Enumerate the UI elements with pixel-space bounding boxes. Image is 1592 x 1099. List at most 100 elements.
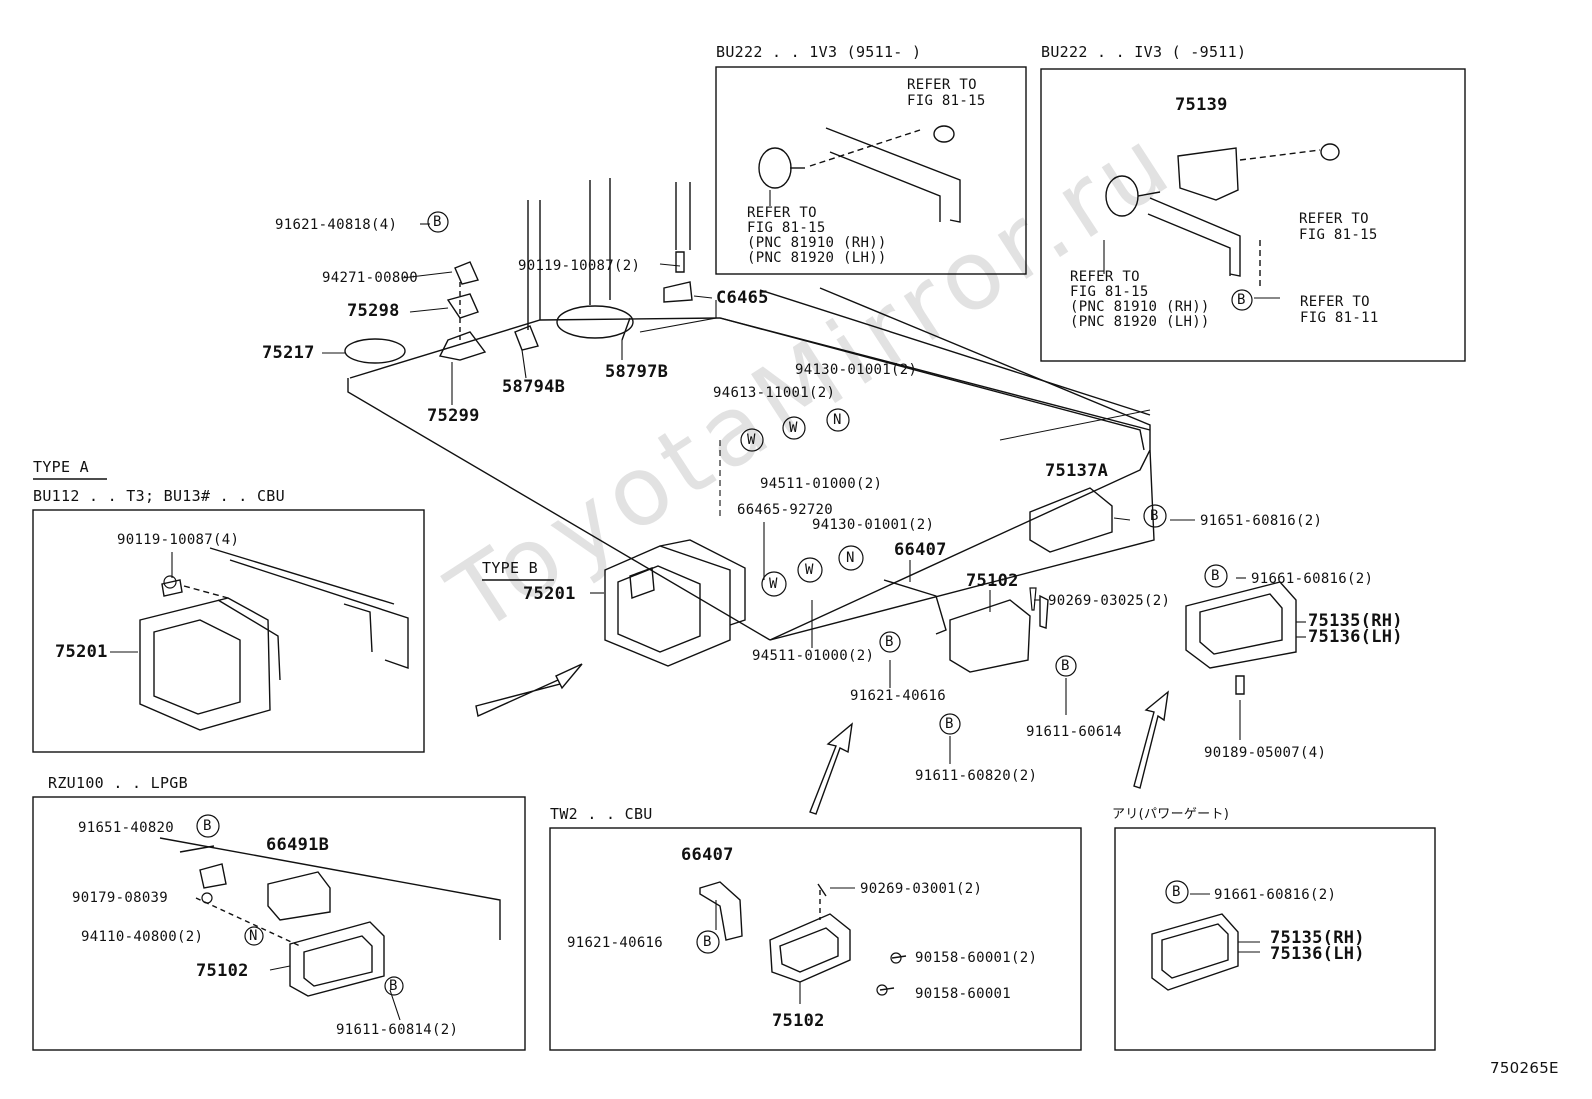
bolt-symbol-3: [1204, 564, 1228, 588]
part-label: 58797B: [605, 362, 669, 382]
bolt-symbol-5: [1055, 655, 1077, 677]
part-label: 75136(LH): [1270, 944, 1365, 964]
bolt-symbol-11: [1165, 880, 1189, 904]
nut-symbol-3: [244, 926, 264, 946]
bolt-symbol-9: [384, 976, 404, 996]
part-label: 94130-01001(2): [795, 362, 918, 378]
box-rzu100: [32, 796, 526, 1051]
bolt-symbol-6: [939, 713, 961, 735]
bolt-letter: B: [389, 978, 398, 994]
type-a-models: BU112 . . T3; BU13# . . CBU: [33, 487, 285, 505]
part-label: 90269-03025(2): [1048, 593, 1171, 609]
nut-letter: N: [833, 412, 842, 428]
part-label: 91621-40616: [850, 688, 947, 704]
nut-symbol-1: [826, 408, 850, 432]
part-label: 90269-03001(2): [860, 881, 983, 897]
symbol-markers: [196, 211, 1253, 996]
washer-letter: W: [789, 420, 798, 436]
part-label: 75102: [966, 571, 1019, 591]
part-label: 75135(RH): [1270, 928, 1365, 948]
part-label: 75299: [427, 406, 480, 426]
bolt-symbol-10: [696, 930, 720, 954]
part-label: 75135(RH): [1308, 611, 1403, 631]
part-label: 91611-60820(2): [915, 768, 1038, 784]
part-label: 66407: [894, 540, 947, 560]
part-label: 90179-08039: [72, 890, 169, 906]
power-gate-contents: [1151, 913, 1239, 991]
bolt-letter: B: [1237, 292, 1246, 308]
box-header-tw2: TW2 . . CBU: [550, 805, 653, 823]
bolt-symbol-2: [1143, 504, 1167, 528]
type-a-bracket: [139, 547, 409, 731]
callout-refer-81-11: REFER TO FIG 81-11: [1300, 294, 1379, 326]
nut-letter: N: [249, 928, 258, 944]
washer-symbol-3: [761, 571, 787, 597]
top-small-parts: [344, 251, 693, 364]
direction-arrows: [475, 663, 1169, 815]
type-a-title: TYPE A: [33, 458, 89, 476]
rzu100-contents: [159, 837, 501, 997]
part-label: 91621-40616: [567, 935, 664, 951]
part-label: C6465: [716, 288, 769, 308]
callout-refer-81-15-pnc: REFER TO FIG 81-15 (PNC 81910 (RH)) (PNC…: [1070, 269, 1210, 330]
callout-refer-81-15-pnc: REFER TO FIG 81-15 (PNC 81910 (RH)) (PNC…: [747, 205, 887, 266]
part-label: 90119-10087(2): [518, 258, 641, 274]
box-header-rzu100: RZU100 . . LPGB: [48, 774, 188, 792]
part-label: 75102: [772, 1011, 825, 1031]
washer-letter: W: [747, 432, 756, 448]
box-header-power-gate: アリ(パワーゲート): [1112, 807, 1230, 822]
part-label: 94511-01000(2): [760, 476, 883, 492]
bolt-letter: B: [703, 934, 712, 950]
figure-code: 750265E: [1490, 1059, 1559, 1077]
part-label: 91611-60814(2): [336, 1022, 459, 1038]
part-label: 91661-60816(2): [1251, 571, 1374, 587]
box-header-bu222-after: BU222 . . 1V3 (9511- ): [716, 43, 922, 61]
part-label: 94130-01001(2): [812, 517, 935, 533]
bu222-after-contents: [758, 125, 961, 223]
washer-symbol-1: [740, 428, 764, 452]
washer-symbol-2: [782, 416, 806, 440]
part-label: 75137A: [1045, 461, 1109, 481]
part-label: 91651-60816(2): [1200, 513, 1323, 529]
bracket-75135-main: [1185, 581, 1297, 695]
part-label: 91651-40820: [78, 820, 175, 836]
bolt-letter: B: [1061, 658, 1070, 674]
type-b-bracket: [604, 539, 746, 667]
box-header-bu222-before: BU222 . . IV3 ( -9511): [1041, 43, 1247, 61]
rear-body-outline: [347, 178, 1155, 641]
part-label: 94271-00800: [322, 270, 419, 286]
part-label: 94613-11001(2): [713, 385, 836, 401]
part-label: 75298: [347, 301, 400, 321]
part-label: 75136(LH): [1308, 627, 1403, 647]
part-label: 91661-60816(2): [1214, 887, 1337, 903]
part-label: 75217: [262, 343, 315, 363]
box-bu222-before: [1040, 68, 1466, 362]
part-label: 91611-60614: [1026, 724, 1123, 740]
box-tw2: [549, 827, 1082, 1051]
part-label: 75139: [1175, 95, 1228, 115]
bolt-letter: B: [203, 818, 212, 834]
part-label: 66407: [681, 845, 734, 865]
box-type-a: [32, 509, 425, 753]
part-label: 90158-60001(2): [915, 950, 1038, 966]
part-label: 66491B: [266, 835, 330, 855]
leader-lines: [110, 190, 1306, 1021]
part-label: 75201: [55, 642, 108, 662]
part-label: 75102: [196, 961, 249, 981]
callout-refer-81-15: REFER TO FIG 81-15: [1299, 211, 1378, 243]
bolt-symbol-8: [196, 814, 220, 838]
bolt-symbol-1: [427, 211, 449, 233]
part-label: 75201: [523, 584, 576, 604]
small-fasteners: [163, 575, 1037, 996]
part-label: 94511-01000(2): [752, 648, 875, 664]
tw2-contents: [699, 881, 907, 991]
bolt-letter: B: [1211, 568, 1220, 584]
part-label: 90158-60001: [915, 986, 1012, 1002]
part-label: 90189-05007(4): [1204, 745, 1327, 761]
nut-letter: N: [846, 550, 855, 566]
bolt-letter: B: [433, 214, 442, 230]
box-power-gate: [1114, 827, 1436, 1051]
washer-letter: W: [769, 576, 778, 592]
